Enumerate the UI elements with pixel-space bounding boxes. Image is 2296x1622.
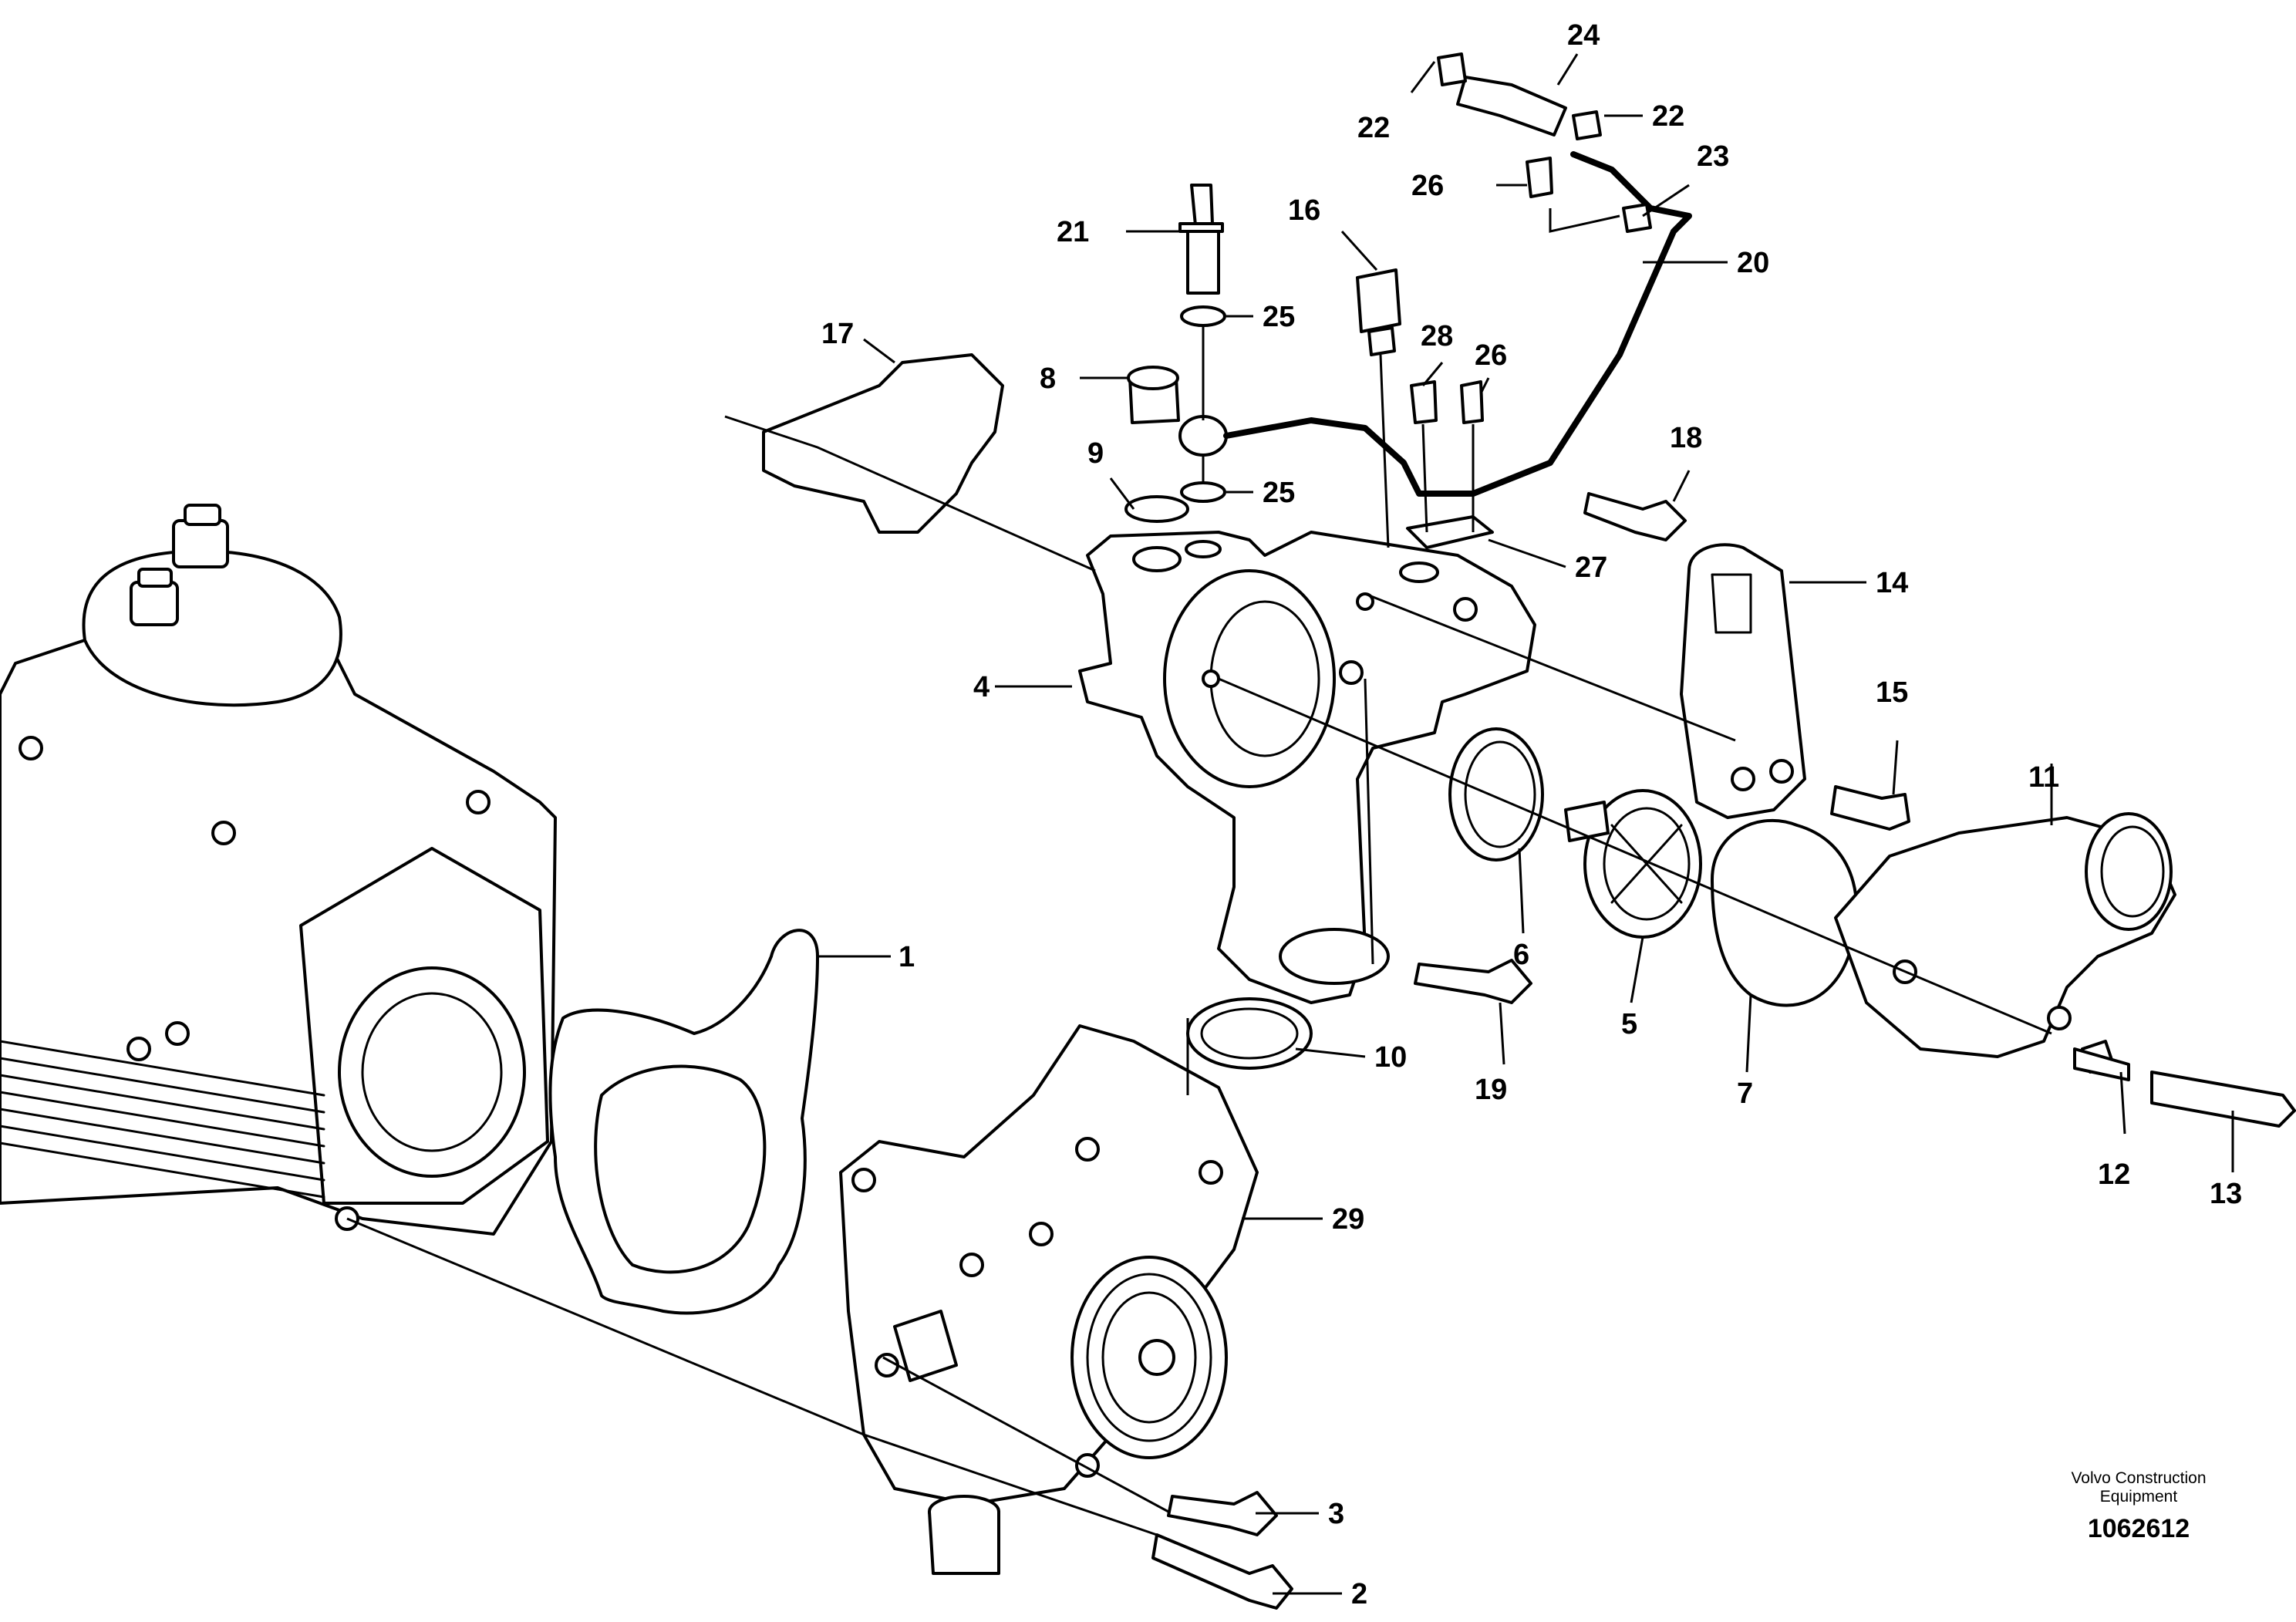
callout-leaders — [818, 53, 2234, 1595]
seal-ring-10 — [1186, 997, 1313, 1070]
washer-25-upper — [1180, 305, 1226, 327]
callout-17: 17 — [821, 318, 854, 350]
gasket-17 — [762, 353, 1004, 534]
callout-23: 23 — [1697, 140, 1729, 173]
callout-20: 20 — [1737, 247, 1769, 279]
bolt-15 — [1830, 785, 1910, 831]
bolt-13 — [2150, 1071, 2296, 1128]
seal-ring-9 — [1124, 495, 1189, 523]
callout-10: 10 — [1374, 1041, 1407, 1074]
callout-25-upper: 25 — [1263, 301, 1295, 333]
water-pump-29 — [839, 1024, 1259, 1575]
callout-9: 9 — [1087, 437, 1104, 470]
bolt-2 — [1151, 1533, 1293, 1610]
callout-25-lower: 25 — [1263, 477, 1295, 509]
thermostat-5 — [1564, 789, 1702, 939]
hose-24 — [1456, 76, 1567, 137]
fitting-23 — [1622, 203, 1652, 233]
clamp-22-left — [1437, 52, 1467, 86]
callout-11: 11 — [2028, 761, 2059, 794]
callout-4: 4 — [973, 671, 990, 703]
thermostat-housing-4 — [1078, 531, 1536, 1004]
callout-labels: 1 2 3 4 5 6 7 8 9 10 11 12 13 14 15 16 1… — [821, 19, 2242, 1610]
clamp-22-right — [1572, 110, 1602, 140]
callout-24: 24 — [1567, 19, 1600, 52]
callout-7: 7 — [1737, 1077, 1753, 1110]
callout-19: 19 — [1475, 1074, 1507, 1106]
temperature-sensor-16 — [1356, 268, 1401, 356]
bolt-19 — [1414, 959, 1532, 1004]
callout-13: 13 — [2210, 1178, 2242, 1210]
callout-2: 2 — [1351, 1578, 1367, 1610]
callout-12: 12 — [2098, 1158, 2130, 1191]
callout-8: 8 — [1040, 363, 1056, 395]
gasket-7 — [1711, 818, 1859, 1007]
credit-line-2: Equipment — [2100, 1488, 2178, 1506]
bolt-3 — [1167, 1491, 1278, 1536]
callout-29: 29 — [1332, 1203, 1364, 1236]
plug-8 — [1127, 366, 1180, 424]
coolant-outlet-11 — [1834, 812, 2176, 1058]
callout-18: 18 — [1670, 422, 1702, 454]
callout-22-right: 22 — [1652, 100, 1684, 133]
callout-22-left: 22 — [1357, 112, 1390, 144]
bolt-26-mid — [1460, 380, 1484, 424]
credit-block: Volvo Construction Equipment 1062612 — [2071, 1469, 2206, 1543]
engine-block — [0, 504, 557, 1236]
bolt-12 — [2073, 1040, 2130, 1081]
callout-26-mid: 26 — [1475, 339, 1507, 372]
bracket-14 — [1680, 543, 1806, 819]
callout-15: 15 — [1876, 676, 1908, 709]
washer-25-lower — [1180, 481, 1226, 503]
bolt-18 — [1583, 492, 1687, 541]
callout-1: 1 — [899, 941, 915, 973]
callout-5: 5 — [1621, 1008, 1637, 1040]
callout-6: 6 — [1513, 939, 1529, 971]
callout-28: 28 — [1421, 320, 1453, 352]
plate-27 — [1406, 515, 1494, 549]
callout-16: 16 — [1288, 194, 1320, 227]
callout-14: 14 — [1876, 567, 1908, 599]
oil-cooler-fins — [0, 1040, 325, 1199]
callout-21: 21 — [1057, 216, 1089, 248]
banjo-eye — [1178, 415, 1228, 457]
banjo-bolt-21 — [1178, 184, 1224, 295]
callout-27: 27 — [1575, 551, 1607, 584]
callout-3: 3 — [1328, 1498, 1344, 1530]
seal-ring-6 — [1448, 727, 1544, 862]
coolant-pipe-20 — [1223, 151, 1692, 497]
bolt-26-top — [1526, 157, 1553, 198]
bolt-28 — [1410, 380, 1438, 424]
callout-26-top: 26 — [1411, 170, 1444, 202]
alignment-lines — [346, 208, 2052, 1536]
credit-line-1: Volvo Construction — [2071, 1469, 2206, 1487]
drawing-number: 1062612 — [2088, 1514, 2190, 1543]
